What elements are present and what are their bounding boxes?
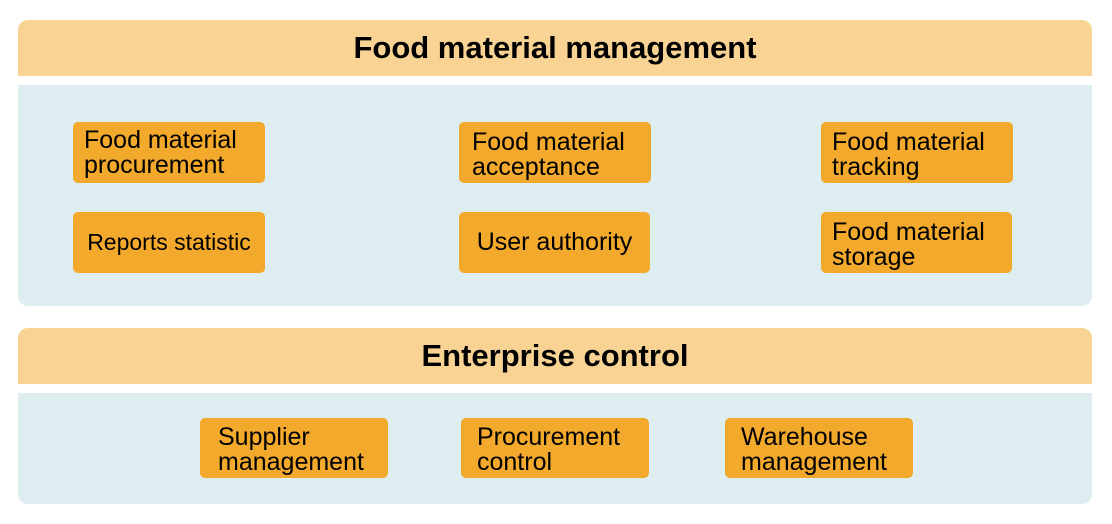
module-supplier-management: Supplier management <box>200 418 388 478</box>
module-food-material-storage: Food material storage <box>821 212 1012 273</box>
food-material-management-title: Food material management <box>353 30 757 65</box>
food-material-management-header: Food material management <box>18 20 1092 76</box>
module-reports-statistic: Reports statistic <box>73 212 265 273</box>
module-food-material-tracking: Food material tracking <box>821 122 1013 183</box>
module-food-material-acceptance: Food material acceptance <box>459 122 651 183</box>
module-food-material-procurement: Food material procurement <box>73 122 265 183</box>
module-procurement-control: Procurement control <box>461 418 649 478</box>
enterprise-control-title: Enterprise control <box>421 338 689 373</box>
module-warehouse-management: Warehouse management <box>725 418 913 478</box>
module-user-authority: User authority <box>459 212 650 273</box>
enterprise-control-header: Enterprise control <box>18 328 1092 384</box>
